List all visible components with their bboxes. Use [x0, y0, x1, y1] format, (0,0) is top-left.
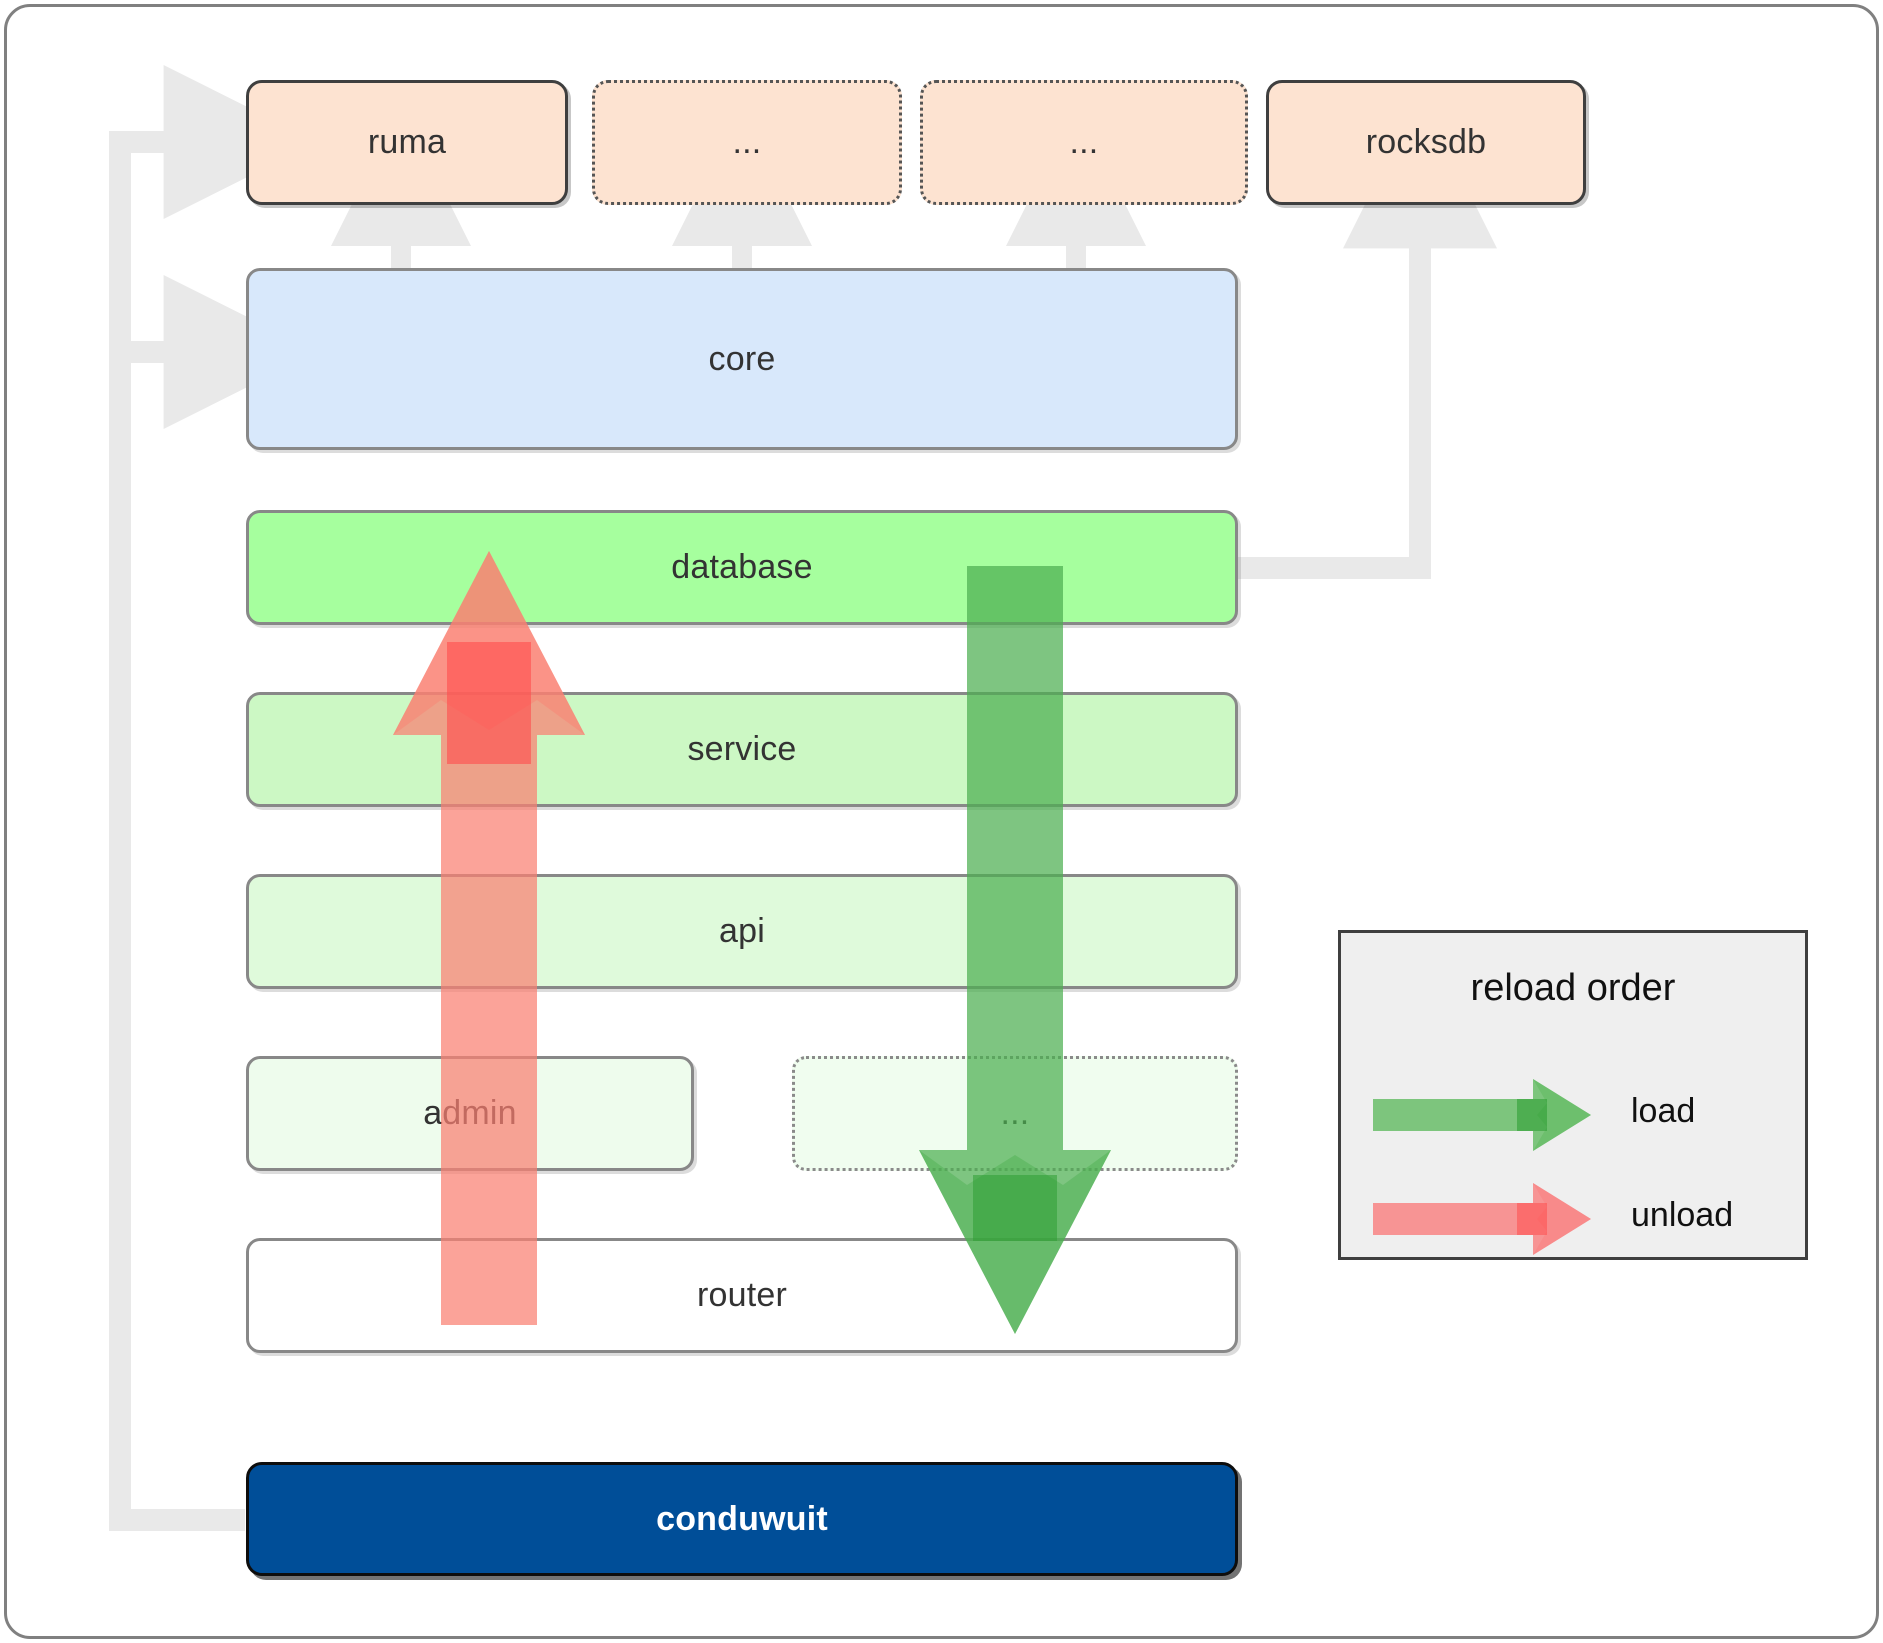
binary-label: conduwuit — [656, 1499, 828, 1538]
layer-label: api — [719, 912, 765, 950]
binary-box-conduwuit[interactable]: conduwuit — [246, 1462, 1238, 1576]
layer-label: database — [671, 548, 813, 586]
layer-label: admin — [423, 1094, 517, 1132]
dependency-box-ellipsis-2[interactable]: ... — [920, 80, 1248, 205]
dependency-label: ... — [732, 123, 762, 161]
dependency-label: ... — [1069, 123, 1099, 161]
diagram-frame — [4, 4, 1879, 1639]
legend-load-arrow — [1373, 1079, 1591, 1151]
layer-box-admin[interactable]: admin — [246, 1056, 694, 1171]
dependency-box-ruma[interactable]: ruma — [246, 80, 568, 205]
legend-title: reload order — [1470, 967, 1676, 1009]
layer-label: ... — [1000, 1094, 1030, 1132]
layer-label: service — [687, 730, 797, 768]
legend-unload-arrow — [1373, 1183, 1591, 1255]
layer-label: router — [696, 1276, 788, 1314]
dependency-label: rocksdb — [1365, 123, 1487, 161]
layer-box-ellipsis[interactable]: ... — [792, 1056, 1238, 1171]
layer-box-router[interactable]: router — [246, 1238, 1238, 1353]
legend-label-load: load — [1631, 1092, 1696, 1130]
dependency-box-ellipsis-1[interactable]: ... — [592, 80, 902, 205]
layer-label: core — [708, 339, 776, 378]
legend-panel: reload order load unload — [1338, 930, 1808, 1260]
layer-box-service[interactable]: service — [246, 692, 1238, 807]
dependency-label: ruma — [367, 123, 447, 161]
layer-box-api[interactable]: api — [246, 874, 1238, 989]
layer-box-database[interactable]: database — [246, 510, 1238, 625]
dependency-box-rocksdb[interactable]: rocksdb — [1266, 80, 1586, 205]
layer-box-core[interactable]: core — [246, 268, 1238, 450]
legend-label-unload: unload — [1631, 1196, 1734, 1234]
